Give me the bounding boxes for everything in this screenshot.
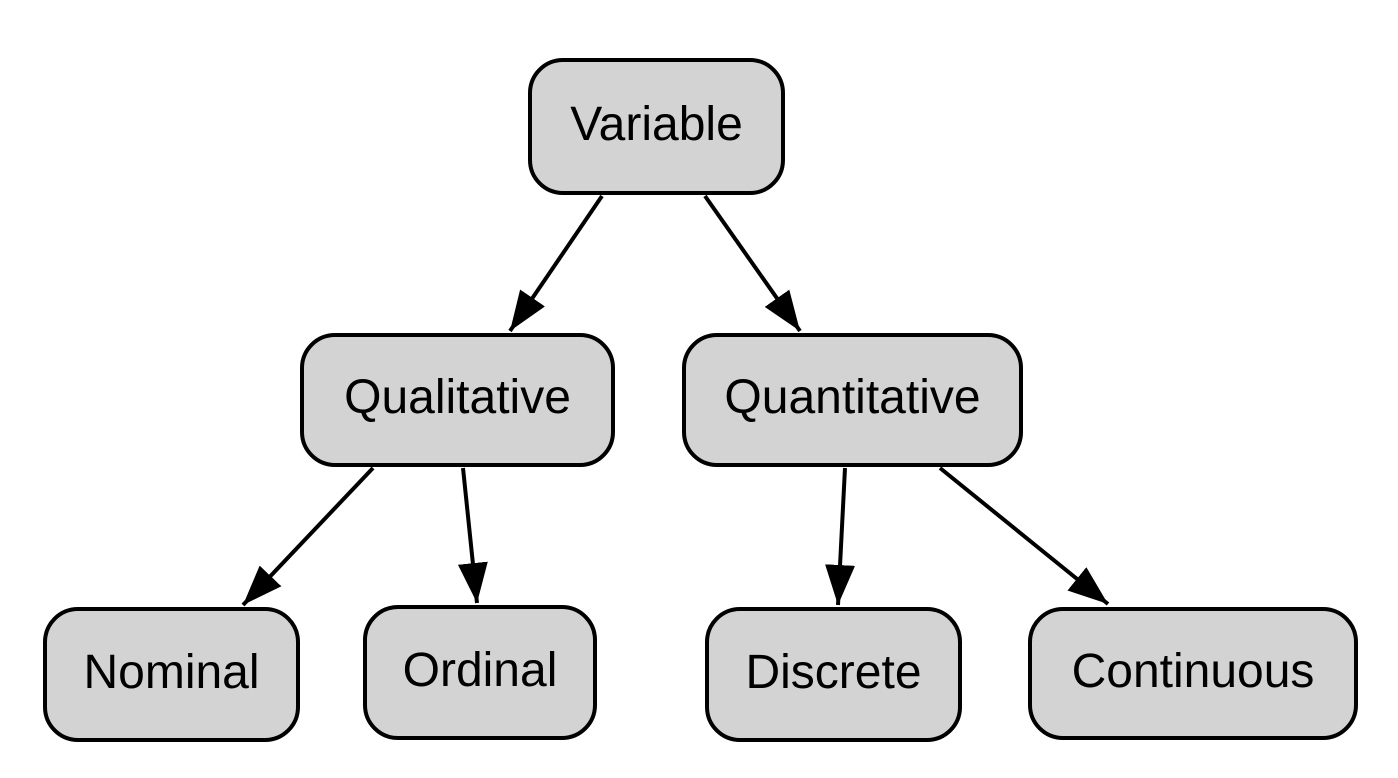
edge-quantitative-discrete xyxy=(825,467,856,606)
node-discrete-label: Discrete xyxy=(745,645,922,699)
node-discrete: Discrete xyxy=(705,607,962,742)
edge-quantitative-continuous xyxy=(938,466,1110,606)
node-ordinal-label: Ordinal xyxy=(402,643,558,697)
node-variable-label: Variable xyxy=(570,97,743,151)
node-quantitative: Quantitative xyxy=(682,333,1023,467)
node-qualitative-label: Qualitative xyxy=(344,371,571,424)
node-nominal-label: Nominal xyxy=(83,645,260,699)
node-nominal: Nominal xyxy=(43,607,300,742)
node-continuous: Continuous xyxy=(1028,607,1358,740)
node-qualitative: Qualitative xyxy=(300,333,615,467)
edge-variable-quantitative xyxy=(703,194,802,333)
node-continuous-label: Continuous xyxy=(1071,644,1315,698)
edge-qualitative-ordinal xyxy=(457,467,488,604)
edge-variable-qualitative xyxy=(508,194,604,333)
node-ordinal: Ordinal xyxy=(363,605,597,740)
node-variable: Variable xyxy=(528,58,785,195)
node-quantitative-label: Quantitative xyxy=(724,371,981,424)
edge-qualitative-nominal xyxy=(241,466,375,607)
